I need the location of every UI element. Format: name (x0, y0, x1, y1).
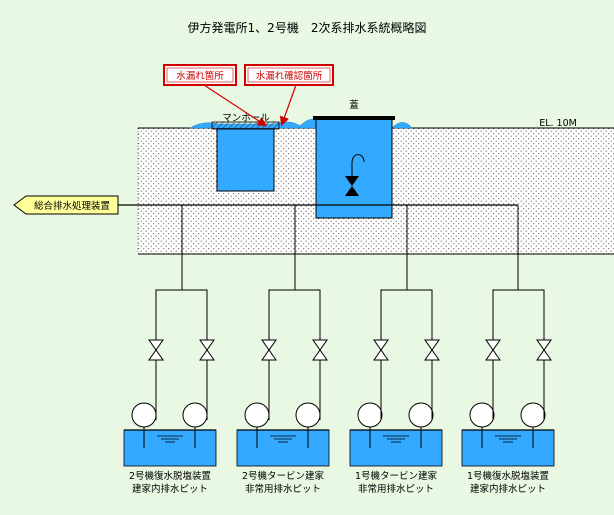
valve-icon (536, 339, 552, 361)
pit-label-line2: 建家内排水ピット (132, 483, 208, 495)
lid-label: 蓋 (349, 99, 359, 111)
pit-assembly-4: 1号機復水脱塩装置 建家内排水ピット (461, 289, 555, 495)
pit-assembly-1: 2号機復水脱塩装置 建家内排水ピット (123, 289, 217, 495)
manhole: マンホール (211, 113, 280, 192)
surface-water-right (391, 122, 413, 129)
valve-icon (148, 339, 164, 361)
pit-assembly-2: 2号機タービン建家 非常用排水ピット (236, 289, 330, 495)
callout-leak-check: 水漏れ確認箇所 (244, 64, 334, 127)
callout-leak-text: 水漏れ箇所 (176, 70, 224, 82)
valve-icon (312, 339, 328, 361)
valve-icon (424, 339, 440, 361)
water-level-icon (270, 435, 296, 443)
pit-label-line1: 2号機タービン建家 (242, 470, 325, 482)
header-pipe (118, 204, 519, 290)
manhole-label: マンホール (222, 113, 270, 124)
page-title: 伊方発電所1、2号機 2次系排水系統概略図 (188, 20, 427, 35)
treatment-arrow: 総合排水処理装置 (13, 195, 119, 215)
elevation-label: EL. 10M (539, 118, 577, 129)
callout-leak-check-text: 水漏れ確認箇所 (256, 70, 323, 82)
valve-icon (199, 339, 215, 361)
pump-icon (357, 402, 383, 448)
pit-label-line1: 1号機タービン建家 (355, 470, 438, 482)
callout-leak: 水漏れ箇所 (163, 64, 268, 127)
pit-label-line1: 1号機復水脱塩装置 (467, 470, 549, 482)
lid-valve-icon (345, 154, 365, 196)
water-level-icon (157, 435, 183, 443)
pump-icon (520, 402, 546, 448)
valve-icon (485, 339, 501, 361)
valve-icon (373, 339, 389, 361)
water-level-icon (495, 435, 521, 443)
pit-label-line2: 非常用排水ピット (358, 483, 434, 495)
pump-icon (182, 402, 208, 448)
pit-assembly-3: 1号機タービン建家 非常用排水ピット (349, 289, 443, 495)
pit-label-line2: 建家内排水ピット (470, 483, 546, 495)
water-level-icon (383, 435, 409, 443)
treatment-label: 総合排水処理装置 (34, 200, 110, 212)
pump-icon (408, 402, 434, 448)
pit-label-line2: 非常用排水ピット (245, 483, 321, 495)
surface-water-lid-left (299, 118, 317, 129)
pit-label-line1: 2号機復水脱塩装置 (129, 470, 211, 482)
pump-icon (469, 402, 495, 448)
lid-box: 蓋 (313, 99, 395, 219)
valve-icon (261, 339, 277, 361)
